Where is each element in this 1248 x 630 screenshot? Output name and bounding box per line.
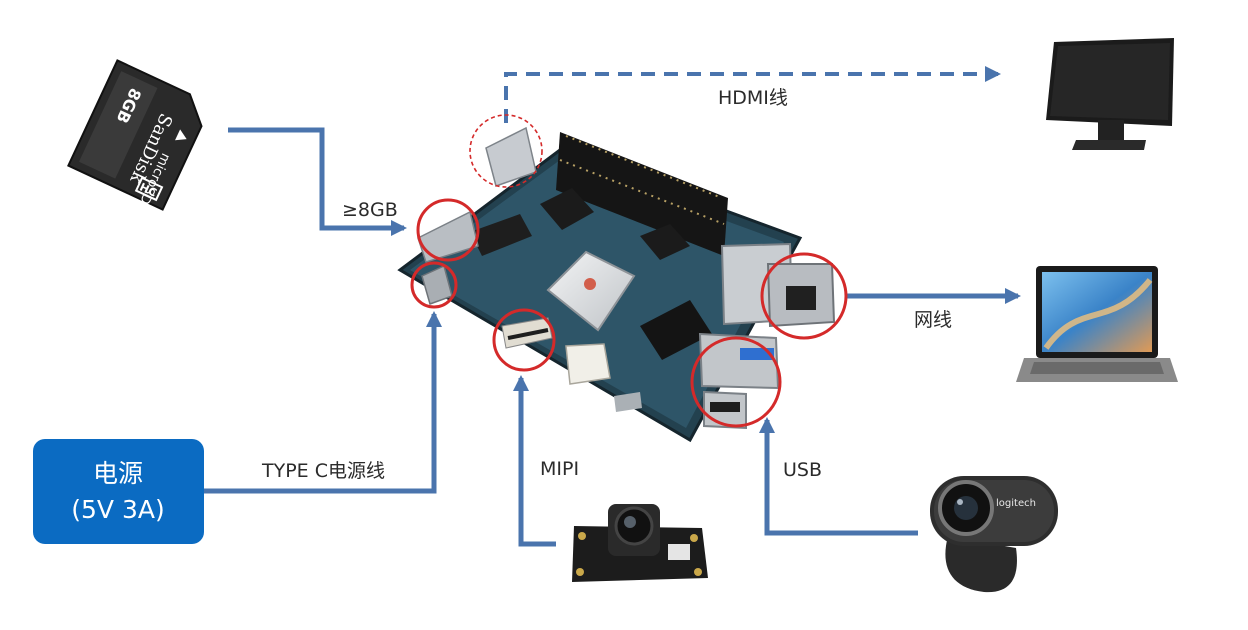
sd-card-arrow xyxy=(228,127,407,236)
microsd-card-image: SanDisk 8GB microSD HC xyxy=(67,59,203,211)
development-board-image xyxy=(397,126,836,443)
hdmi-dashed-arrow xyxy=(504,66,1001,123)
monitor-image xyxy=(1046,38,1174,150)
webcam-brand-text: logitech xyxy=(996,498,1036,509)
sd-slot-highlight-circle xyxy=(416,198,480,262)
usb-ports xyxy=(698,332,780,430)
power-supply-box: 电源 (5V 3A) xyxy=(33,439,204,544)
usb-highlight-circle xyxy=(690,336,782,428)
type-c-label: TYPE C电源线 xyxy=(261,460,385,482)
mipi-label: MIPI xyxy=(540,458,579,480)
hdmi-label: HDMI线 xyxy=(718,87,788,109)
usb-label: USB xyxy=(783,459,822,481)
mipi-highlight-circle xyxy=(492,308,556,372)
ethernet-port xyxy=(720,242,836,328)
power-box-spec: (5V 3A) xyxy=(71,495,164,524)
mipi-arrow xyxy=(513,375,556,547)
ethernet-highlight-circle xyxy=(760,252,848,340)
usb-arrow xyxy=(759,417,918,536)
soc-chip xyxy=(546,250,636,332)
gpio-header xyxy=(556,132,728,256)
mipi-camera-image xyxy=(572,504,708,582)
hdmi-highlight-circle xyxy=(469,114,543,188)
sd-slot xyxy=(417,210,479,263)
sd-card-label: ≥8GB xyxy=(342,199,398,221)
power-arrow xyxy=(204,311,442,494)
port-highlight-circles xyxy=(410,114,848,428)
laptop-image xyxy=(1016,266,1178,382)
usb-webcam-image: logitech xyxy=(930,476,1058,593)
power-box-title: 电源 xyxy=(93,459,143,488)
type-c-highlight-circle xyxy=(410,261,458,309)
network-label: 网线 xyxy=(914,309,952,331)
